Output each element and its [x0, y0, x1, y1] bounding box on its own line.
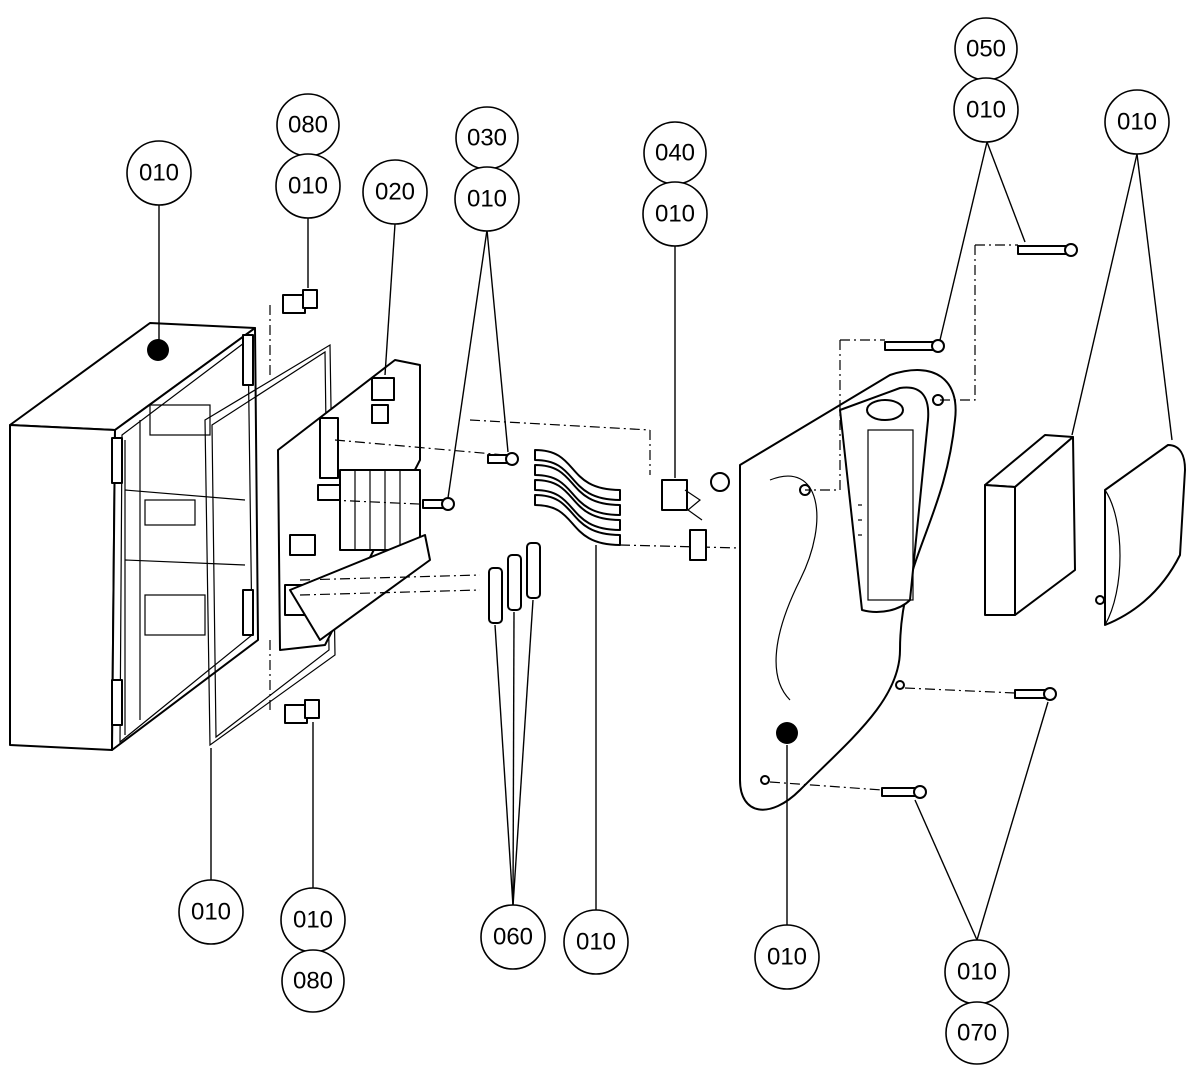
- callout-label: 010: [957, 959, 997, 986]
- callout-label: 070: [957, 1020, 997, 1047]
- callout-label: 060: [493, 924, 533, 951]
- callout-label: 050: [966, 36, 1006, 63]
- callout-080-top: 080: [276, 93, 340, 157]
- callout-label: 010: [139, 160, 179, 187]
- callout-label: 010: [467, 186, 507, 213]
- front-panel: [739, 369, 957, 811]
- callout-label: 010: [191, 899, 231, 926]
- fuses: [488, 542, 541, 624]
- callout-010-relay: 010: [642, 181, 708, 247]
- callout-label: 010: [576, 929, 616, 956]
- callout-010-gasket: 010: [178, 879, 244, 945]
- ribbon-cable: [469, 419, 741, 549]
- reference-dot: [147, 339, 169, 361]
- callout-010-top-clip: 010: [275, 153, 341, 219]
- callout-010-screws-c: 010: [944, 939, 1010, 1005]
- callout-080-bottom: 080: [281, 949, 345, 1013]
- relay-switch: [649, 430, 730, 561]
- callout-label: 080: [293, 968, 333, 995]
- top-clip: [269, 289, 318, 375]
- rear-enclosure-box: [9, 322, 259, 751]
- callout-070: 070: [945, 1001, 1009, 1065]
- gasket: [204, 343, 336, 747]
- callout-010-screws-b: 010: [953, 77, 1019, 143]
- callout-label: 010: [1117, 109, 1157, 136]
- callout-label: 010: [767, 944, 807, 971]
- callout-label: 080: [288, 112, 328, 139]
- front-screws-bottom: [769, 687, 1057, 799]
- callout-020: 020: [362, 159, 428, 225]
- callout-010-box: 010: [126, 140, 192, 206]
- callout-010-front: 010: [754, 924, 820, 990]
- spacer-block: [984, 434, 1076, 616]
- leader-lines: [158, 141, 1173, 941]
- front-cover: [1095, 444, 1186, 626]
- callout-label: 010: [288, 173, 328, 200]
- callout-040: 040: [643, 121, 707, 185]
- callout-label: 010: [655, 201, 695, 228]
- callout-060: 060: [480, 904, 546, 970]
- callout-label: 030: [467, 125, 507, 152]
- board-screws: [422, 452, 519, 511]
- callout-030: 030: [455, 106, 519, 170]
- callout-010-screws-a: 010: [454, 166, 520, 232]
- callout-010-cover: 010: [1104, 89, 1170, 155]
- front-screws-top: [805, 243, 1078, 491]
- callout-010-bottom-clip: 010: [280, 887, 346, 953]
- callout-label: 010: [293, 907, 333, 934]
- callout-050: 050: [954, 17, 1018, 81]
- callout-010-cable: 010: [563, 909, 629, 975]
- reference-dot: [776, 722, 798, 744]
- callout-label: 010: [966, 97, 1006, 124]
- callout-label: 020: [375, 179, 415, 206]
- bottom-clip: [269, 640, 320, 724]
- circuit-board: [277, 359, 506, 651]
- callout-label: 040: [655, 140, 695, 167]
